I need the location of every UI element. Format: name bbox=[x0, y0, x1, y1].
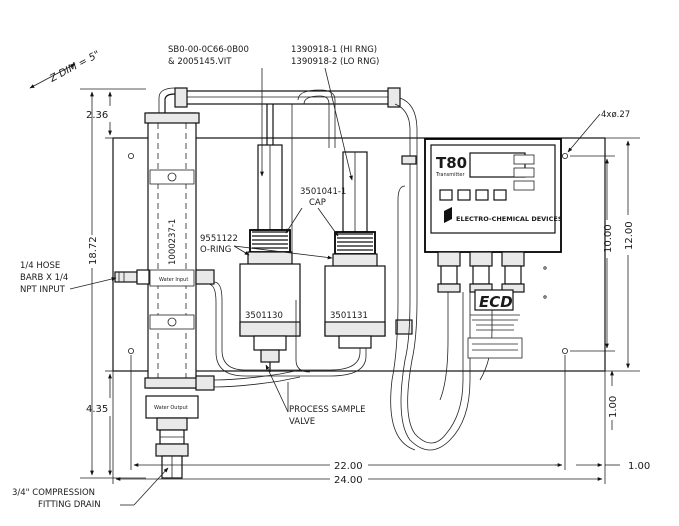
dim-top-offset: 2.36 bbox=[86, 110, 108, 121]
flowcell-left-part: 3501130 bbox=[245, 311, 283, 321]
z-dim-label: Z DIM = 5" bbox=[47, 49, 102, 85]
hose-input-line3: NPT INPUT bbox=[20, 285, 66, 295]
mounting-hole bbox=[127, 347, 134, 354]
transmitter-subtitle: Transmitter bbox=[435, 172, 465, 178]
column-part-number: 1000237-1 bbox=[168, 219, 178, 265]
water-output-label: Water Output bbox=[154, 405, 188, 411]
cap-label: CAP bbox=[309, 198, 326, 208]
process-valve-line2: VALVE bbox=[289, 417, 315, 427]
compression-fitting-line1: 3/4" COMPRESSION bbox=[12, 488, 95, 498]
sensor-cable bbox=[390, 180, 493, 451]
bottom-tubing bbox=[207, 281, 367, 388]
dim-panel-width: 24.00 bbox=[334, 475, 363, 486]
filter-column: Water Input 1000237-1 bbox=[144, 112, 200, 389]
transmitter-model: T80 bbox=[436, 154, 467, 172]
compression-fitting bbox=[156, 417, 188, 431]
dim-panel-height: 12.00 bbox=[624, 221, 635, 250]
ph-sensor-probe: pH 3501130 bbox=[239, 144, 301, 372]
cable-gland bbox=[501, 251, 525, 267]
probe-part-vit: & 2005145.VIT bbox=[168, 57, 232, 67]
mounting-holes-label: 4xø.27 bbox=[601, 110, 630, 120]
compression-fitting-line2: FITTING DRAIN bbox=[38, 500, 101, 510]
dim-right-edge: 1.00 bbox=[628, 461, 650, 472]
mounting-hole bbox=[127, 152, 134, 159]
dim-hole-spacing-vertical: 10.00 bbox=[603, 224, 614, 253]
dim-bottom-offset: 4.35 bbox=[86, 404, 108, 415]
dim-overall-height: 18.72 bbox=[88, 236, 99, 265]
flowcell-right-part: 3501131 bbox=[330, 311, 368, 321]
chlorine-sensor-probe: CL 3501131 bbox=[324, 151, 386, 349]
probe-part-number: SB0-00-0C66-0B00 bbox=[168, 45, 249, 55]
water-input-label: Water Input bbox=[159, 277, 188, 283]
dim-hole-edge-vertical: 1.00 bbox=[608, 396, 619, 418]
oring-part-number: 9551122 bbox=[200, 234, 238, 244]
cable-gland bbox=[437, 251, 461, 267]
hose-input-line2: BARB X 1/4 bbox=[20, 273, 68, 283]
process-valve-line1: PROCESS SAMPLE bbox=[289, 405, 365, 415]
oring-label: O-RING bbox=[200, 245, 231, 255]
transmitter-button bbox=[475, 189, 489, 201]
transmitter-brand: ELECTRO-CHEMICAL DEVICES bbox=[456, 215, 563, 223]
dim-hole-spacing-horizontal: 22.00 bbox=[334, 461, 363, 472]
transmitter-button bbox=[457, 189, 471, 201]
ecd-logo: ECD bbox=[479, 293, 513, 311]
mounting-hole bbox=[562, 152, 569, 159]
lo-range-part: 1390918-2 (LO RNG) bbox=[291, 57, 379, 67]
transmitter-button bbox=[493, 189, 507, 201]
cable-gland bbox=[469, 251, 493, 267]
transmitter-button bbox=[439, 189, 453, 201]
cap-part-number: 3501041-1 bbox=[300, 187, 346, 197]
t80-transmitter: T80 Transmitter ELECTRO-CHEMICAL DEVICES bbox=[424, 138, 563, 293]
top-tubing bbox=[158, 87, 418, 300]
ecd-label-plate: ECD bbox=[467, 289, 523, 359]
mounting-hole bbox=[562, 347, 569, 354]
hi-range-part: 1390918-1 (HI RNG) bbox=[291, 45, 377, 55]
hose-input-line1: 1/4 HOSE bbox=[20, 261, 60, 271]
hose-barb-input bbox=[114, 269, 150, 285]
